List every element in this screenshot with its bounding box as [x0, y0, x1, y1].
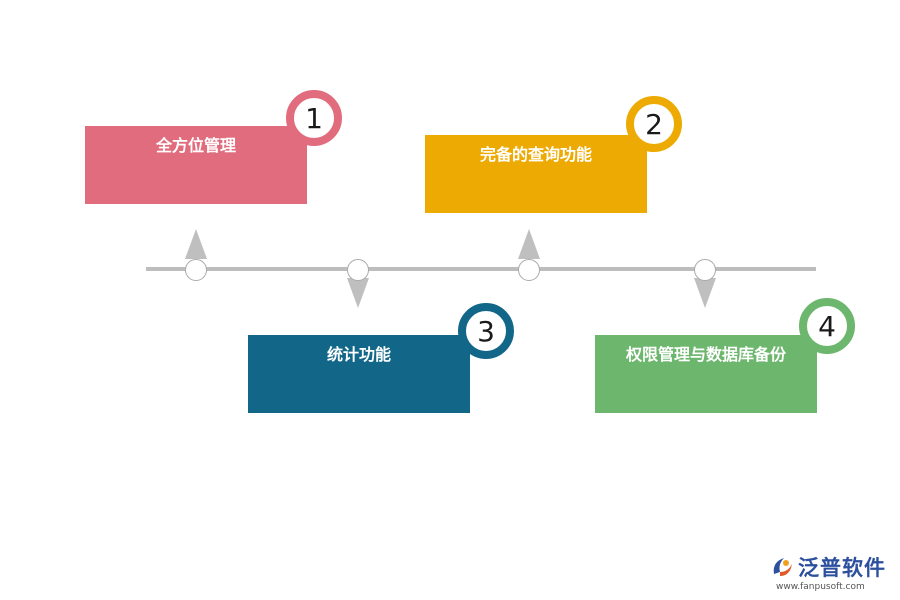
arrow-up-icon	[518, 229, 540, 259]
arrow-down-icon	[694, 278, 716, 308]
step-number-badge: 4	[799, 298, 855, 354]
step-label: 全方位管理	[155, 136, 236, 155]
step-number-badge: 2	[626, 96, 682, 152]
logo-name: 泛普软件	[798, 556, 886, 580]
logo-url: www.fanpusoft.com	[776, 582, 865, 592]
brand-logo: 泛普软件 www.fanpusoft.com	[770, 552, 894, 596]
step-label: 统计功能	[326, 345, 391, 364]
timeline-node	[185, 259, 207, 281]
step-label: 权限管理与数据库备份	[625, 345, 786, 364]
step-label: 完备的查询功能	[479, 145, 592, 164]
timeline-node	[694, 259, 716, 281]
step-box-1: 全方位管理	[85, 126, 307, 204]
arrow-down-icon	[347, 278, 369, 308]
step-box-2: 完备的查询功能	[425, 135, 647, 213]
timeline-node	[518, 259, 540, 281]
step-number-badge: 1	[286, 90, 342, 146]
step-box-3: 统计功能	[248, 335, 470, 413]
step-number-badge: 3	[458, 303, 514, 359]
arrow-up-icon	[185, 229, 207, 259]
fanpu-logo-icon	[773, 558, 792, 576]
step-box-4: 权限管理与数据库备份	[595, 335, 817, 413]
timeline-node	[347, 259, 369, 281]
timeline-line	[146, 267, 816, 271]
